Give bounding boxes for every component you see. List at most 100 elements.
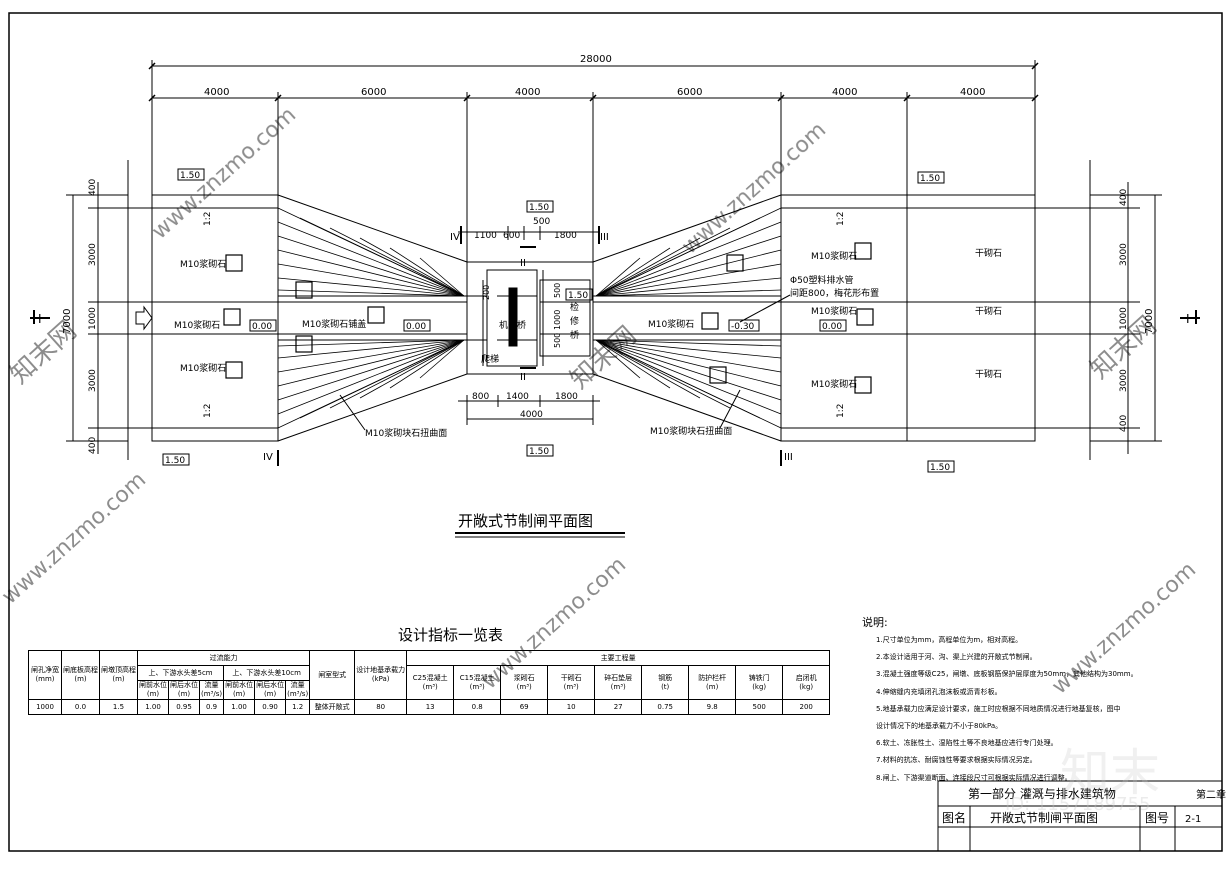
cell: 9.8 xyxy=(688,699,737,715)
title-block-label-no: 图号 xyxy=(1145,811,1169,825)
notes: 说明: 1.尺寸单位为mm，高程单位为m，相对高程。 2.本设计适用于河、沟、渠… xyxy=(862,616,1222,787)
cell: 80 xyxy=(354,699,408,715)
th-col-2: 浆砌石(m³) xyxy=(500,665,549,700)
section-mark-iii-top: III xyxy=(600,232,609,243)
th-hou-2: 闸后水位(m) xyxy=(254,680,287,700)
th-guoliu: 过流能力 xyxy=(136,650,311,666)
watermark-site-2: www.znzmo.com xyxy=(677,117,831,259)
label-dry-2: 干砌石 xyxy=(975,306,1002,317)
seg-dim-5: 4000 xyxy=(832,87,857,98)
ratio-4: 1:2 xyxy=(836,404,846,418)
cell: 1.5 xyxy=(99,699,138,715)
cell: 0.90 xyxy=(254,699,287,715)
th-dunding: 闸墩顶高程(m) xyxy=(99,650,138,700)
label-m10-tr: M10浆砌石 xyxy=(811,250,857,262)
left-dim-3: 1000 xyxy=(88,307,98,330)
label-twist-left: M10浆砌块石扭曲面 xyxy=(365,427,447,439)
overall-dim: 28000 xyxy=(580,54,612,65)
note-line: 7.材料的抗冻、耐腐蚀性等要求根据实际情况另定。 xyxy=(876,756,1037,765)
top-detail-dim-4: 1800 xyxy=(554,231,577,241)
th-dib: 闸底板高程(m) xyxy=(61,650,100,700)
right-dim-1: 400 xyxy=(1119,189,1129,206)
v-detail-dim-1: 200 xyxy=(482,285,491,300)
seg-dim-6: 4000 xyxy=(960,87,985,98)
cell: 0.75 xyxy=(641,699,690,715)
label-ladder: 爬梯 xyxy=(481,353,499,365)
section-mark-iv-bottom: IV xyxy=(263,452,273,463)
cell: 0.0 xyxy=(61,699,100,715)
left-dim-total: 7000 xyxy=(62,309,73,334)
ratio-1: 1:2 xyxy=(203,212,213,226)
slope-4: 1.50 xyxy=(165,456,185,466)
top-detail-dim-3: 500 xyxy=(533,217,550,227)
cell: 1000 xyxy=(28,699,62,715)
cell: 27 xyxy=(594,699,643,715)
note-line: 4.伸缩缝内充填闭孔泡沫板或沥青杉板。 xyxy=(876,687,1002,696)
note-line: 6.软土、冻胀性土、湿陷性土等不良地基应进行专门处理。 xyxy=(876,739,1058,748)
left-dim-5: 400 xyxy=(88,437,98,454)
cell: 1.2 xyxy=(285,699,311,715)
ratio-2: 1:2 xyxy=(203,404,213,418)
note-line: 1.尺寸单位为mm，高程单位为m，相对高程。 xyxy=(876,636,1023,644)
cell: 13 xyxy=(406,699,455,715)
section-mark-i-left: I xyxy=(38,312,42,326)
v-detail-dim-3: 1000 xyxy=(553,310,562,330)
left-dim-1: 400 xyxy=(88,179,98,196)
title-block-row1: 第一部分 灌溉与排水建筑物 xyxy=(968,786,1116,801)
cell: 1.00 xyxy=(223,699,256,715)
section-mark-i-right: I xyxy=(1186,312,1190,326)
note-line: 设计情况下的地基承载力不小于80kPa。 xyxy=(876,722,1003,731)
th-col-6: 防护栏杆(m) xyxy=(688,665,737,700)
watermark-id: ID: 1157189755 xyxy=(1005,794,1150,815)
bottom-detail-dim-3: 1800 xyxy=(555,392,578,402)
section-mark-ii-top: II xyxy=(520,258,526,269)
slope-6: 1.50 xyxy=(930,463,950,473)
slope-3: 1.50 xyxy=(920,174,940,184)
label-inspection-3: 桥 xyxy=(570,329,579,341)
seg-dim-3: 4000 xyxy=(515,87,540,98)
notes-heading: 说明: xyxy=(862,616,888,629)
label-m10-tl: M10浆砌石 xyxy=(180,258,226,270)
cell: 0.9 xyxy=(198,699,225,715)
th-kong: 闸孔净宽(mm) xyxy=(28,650,62,700)
spec-table: 闸孔净宽(mm) 闸底板高程(m) 闸墩顶高程(m) 过流能力 闸室型式 设计地… xyxy=(28,650,831,715)
title-block-row1-right: 第二章 xyxy=(1196,788,1226,801)
label-m10-mr2: M10浆砌石 xyxy=(811,305,857,317)
cell: 0.8 xyxy=(453,699,502,715)
note-line: 5.地基承载力应满足设计要求，施工时应根据不同地质情况进行地基复核，图中 xyxy=(876,704,1121,713)
label-m10-ml: M10浆砌石 xyxy=(174,319,220,331)
cell: 1.00 xyxy=(137,699,169,715)
slope-1: 1.50 xyxy=(180,171,200,181)
th-sub2: 上、下游水头差10cm xyxy=(223,665,311,681)
label-m10-bl: M10浆砌石 xyxy=(180,362,226,374)
title-block-name: 开敞式节制闸平面图 xyxy=(990,810,1098,825)
right-dim-2: 3000 xyxy=(1119,243,1129,266)
section-mark-ii-bottom: II xyxy=(520,372,526,383)
cell: 0.95 xyxy=(168,699,200,715)
bottom-detail-dim-2: 1400 xyxy=(506,392,529,402)
right-dim-3: 1000 xyxy=(1119,307,1129,330)
th-hou-1: 闸后水位(m) xyxy=(168,680,200,700)
ratio-3: 1:2 xyxy=(836,212,846,226)
cell: 69 xyxy=(500,699,549,715)
cell: 整体开敞式 xyxy=(309,699,356,715)
watermark-brand: 知末 xyxy=(1060,744,1160,802)
th-liuliang-1: 流量(m³/s) xyxy=(198,680,225,700)
plan-title: 开敞式节制闸平面图 xyxy=(458,512,594,530)
th-qian-2: 闸前水位(m) xyxy=(223,680,256,700)
elev-2: 0.00 xyxy=(406,322,426,332)
watermark-brand-cn-1: 知末网 xyxy=(5,316,83,390)
title-block-label-name: 图名 xyxy=(942,810,966,825)
th-col-0: C25混凝土(m³) xyxy=(406,665,455,700)
th-col-8: 启闭机(kg) xyxy=(782,665,831,700)
table-row: 1000 0.0 1.5 1.00 0.95 0.9 1.00 0.90 1.2… xyxy=(28,699,831,715)
label-dry-3: 干砌石 xyxy=(975,369,1002,380)
title-block-no: 2-1 xyxy=(1185,814,1201,825)
right-dim-5: 400 xyxy=(1119,415,1129,432)
th-col-7: 铸铁门(kg) xyxy=(735,665,784,700)
elev-4: 0.00 xyxy=(822,322,842,332)
seg-dim-2: 6000 xyxy=(361,87,386,98)
label-machine-bridge: 机架桥 xyxy=(499,319,526,331)
